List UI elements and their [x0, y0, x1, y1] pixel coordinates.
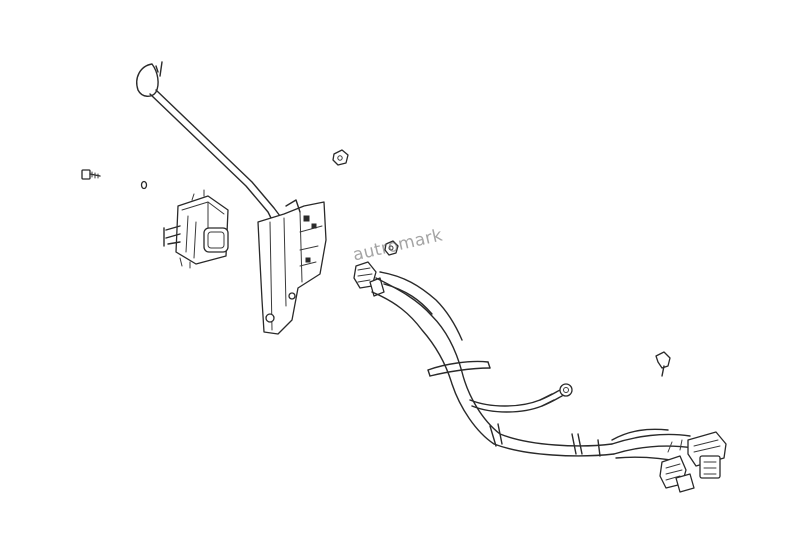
switch-assembly: [163, 189, 229, 269]
nut-middle: [384, 240, 399, 256]
bolt: [81, 169, 101, 180]
lever-rod: [136, 61, 281, 221]
nut-top: [332, 149, 349, 166]
clip-right: [655, 351, 671, 377]
washer: [140, 180, 148, 190]
wiring-harness: [353, 261, 727, 493]
mounting-bracket: [257, 199, 327, 335]
